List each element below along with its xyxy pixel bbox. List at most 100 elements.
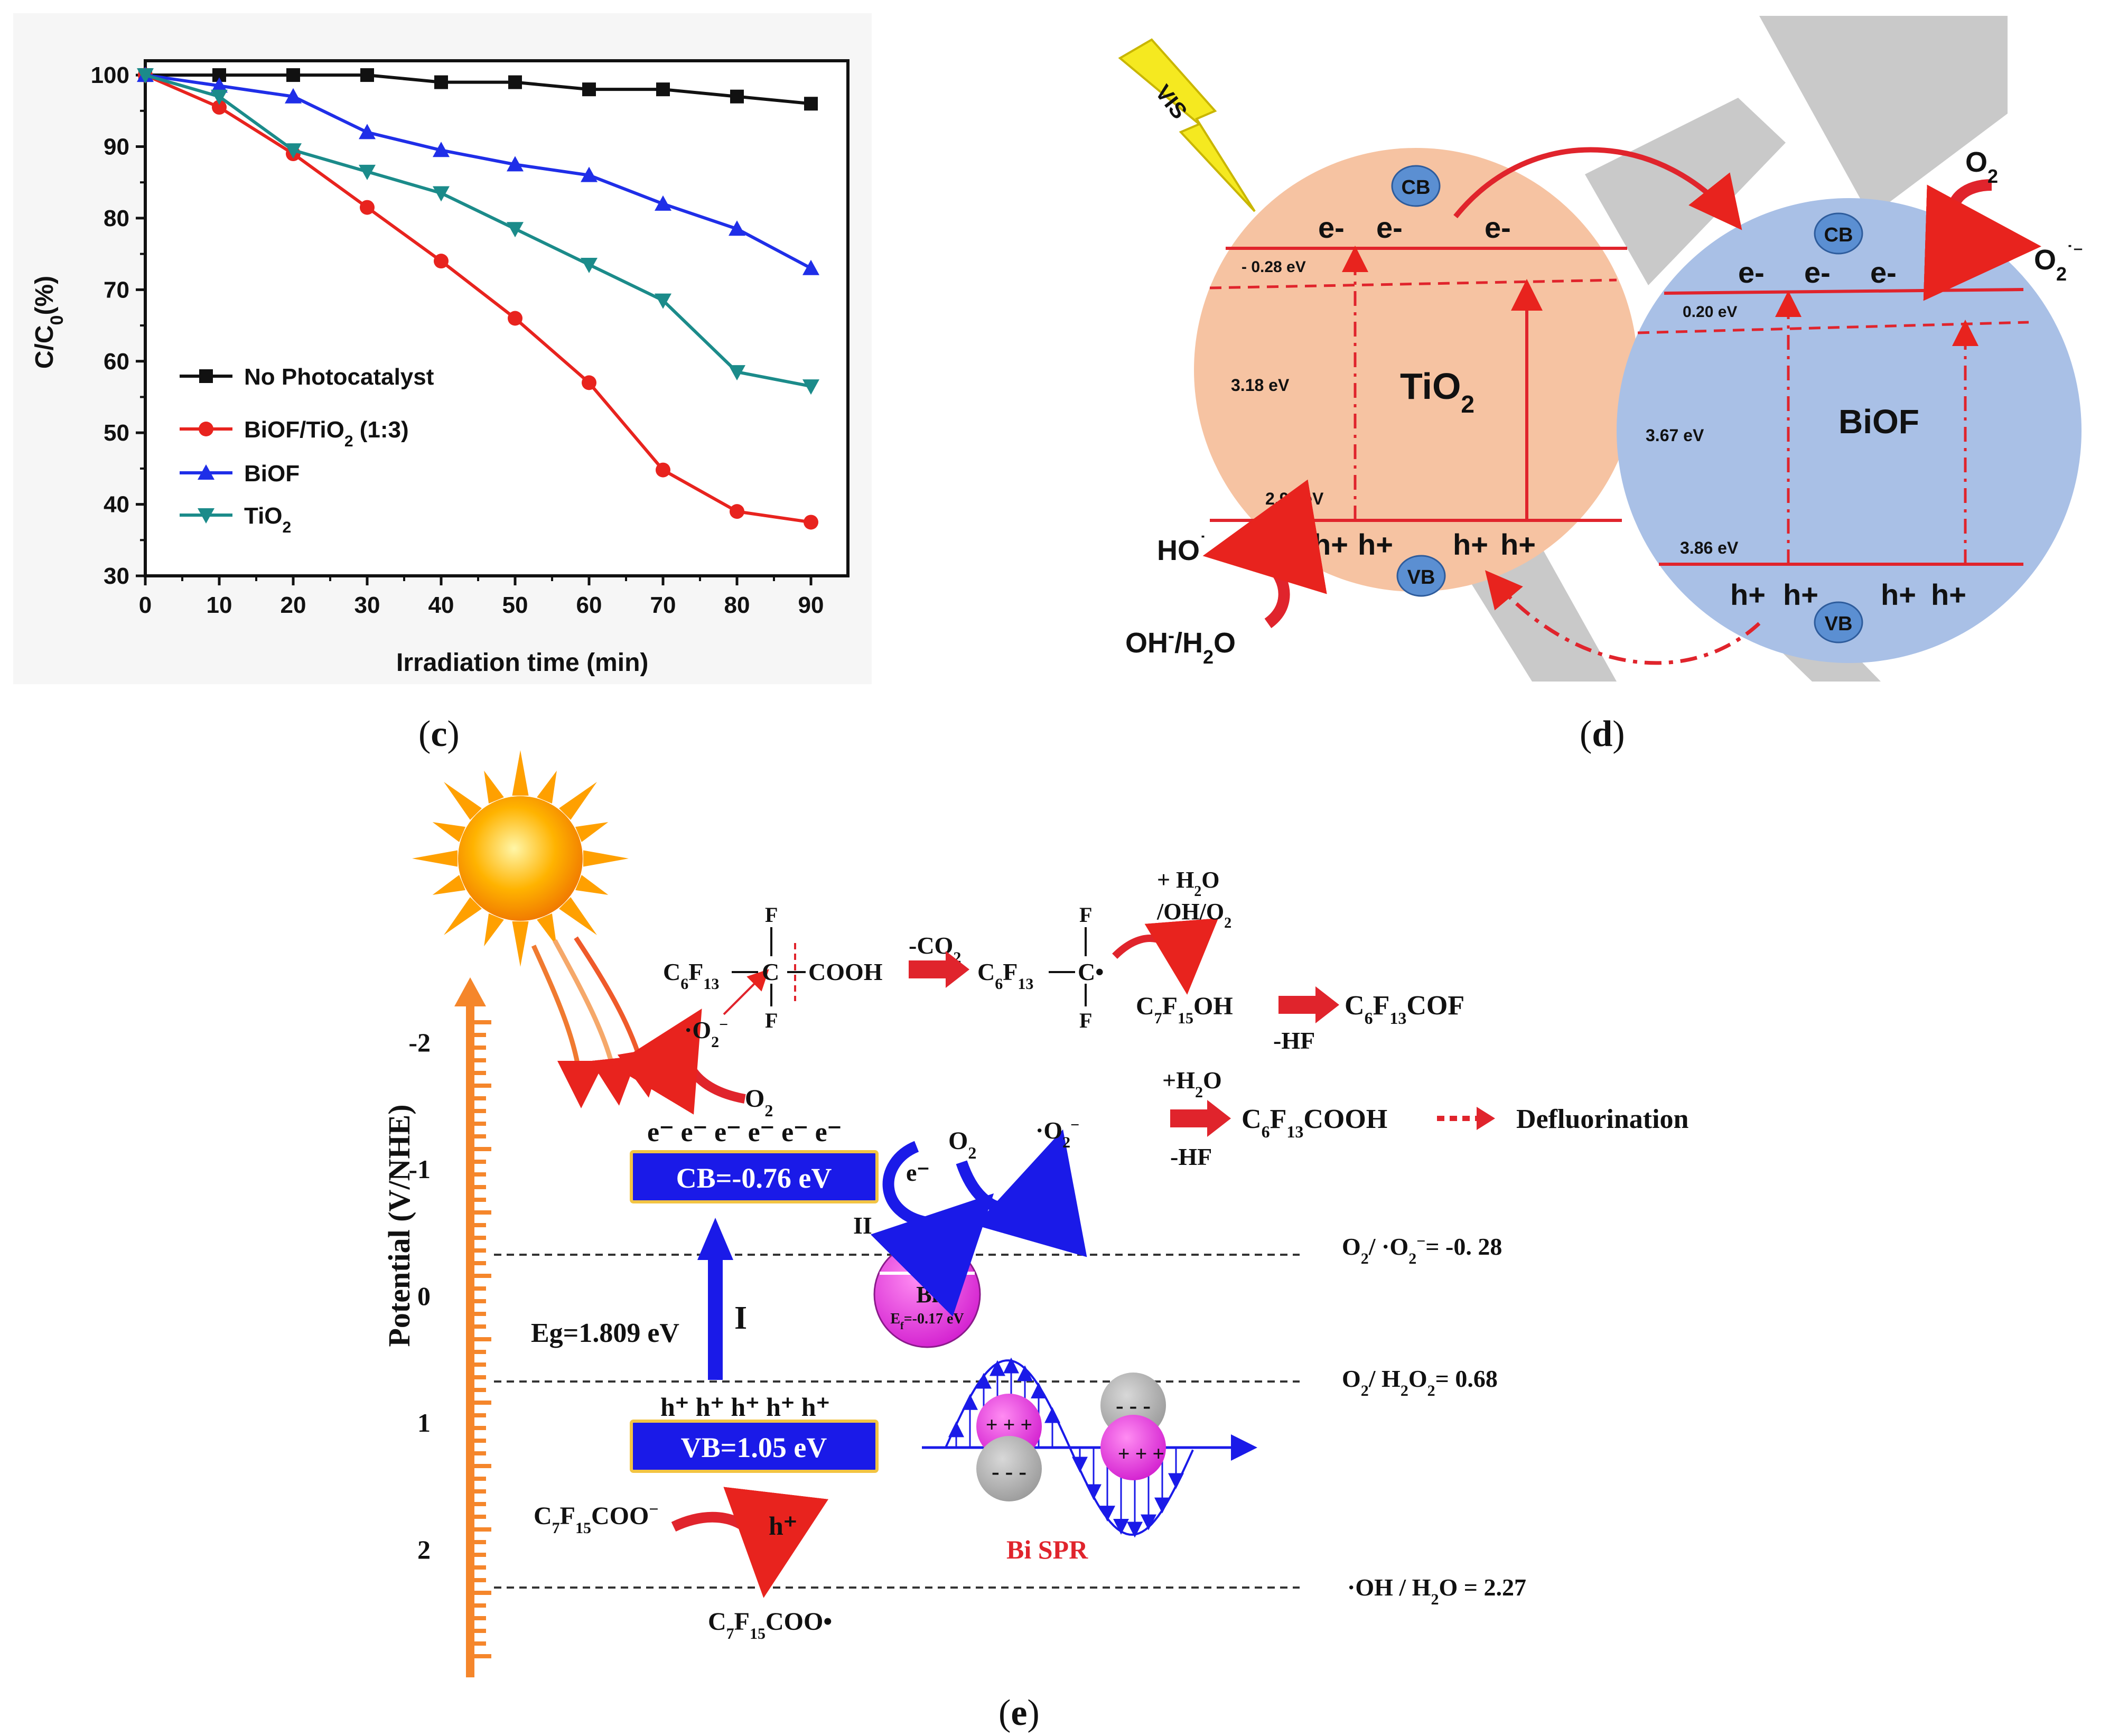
- tio2-vb-label: VB: [1407, 566, 1435, 589]
- series-line: [144, 73, 811, 524]
- ref-level-label: ·OH / H2O = 2.27: [1347, 1574, 1526, 1608]
- tio2-electron: e-: [1376, 211, 1403, 244]
- data-point: [360, 68, 374, 82]
- cb-electrons: e⁻ e⁻ e⁻ e⁻ e⁻ e⁻: [647, 1117, 842, 1147]
- data-series: [137, 67, 819, 530]
- legend-marker: [199, 422, 213, 436]
- potential-ticks: [474, 1020, 491, 1658]
- fluorine-atom: F: [765, 1009, 778, 1032]
- plus-h2o-label: + H2O: [1157, 867, 1220, 900]
- o2-center: O2: [948, 1127, 976, 1162]
- y-tick-label: 70: [104, 277, 129, 303]
- data-point: [655, 195, 671, 211]
- hole-oxidation-arrow: [671, 1487, 828, 1598]
- data-point: [137, 68, 154, 84]
- minus-hf: -HF: [1170, 1143, 1212, 1170]
- x-tick-label: 50: [502, 592, 528, 618]
- hole-reaction-label: h⁺: [769, 1511, 797, 1541]
- plus-h2o: +H2O: [1162, 1067, 1222, 1101]
- biof-gap: 3.67 eV: [1646, 426, 1704, 445]
- legend-marker: [198, 464, 214, 480]
- o2-reduction-blue-arrow: [956, 1129, 1087, 1257]
- o2-radical-left: ·O2−: [684, 1016, 728, 1051]
- biof-hole: h+: [1931, 578, 1966, 611]
- ho-radical-label: HO˙: [1157, 532, 1206, 567]
- o2-reduction-arrow: [1923, 179, 2041, 301]
- sun-ray: [512, 921, 529, 967]
- tio2-hole: h+: [1500, 528, 1536, 561]
- ho-oxidation-arrow: [1202, 479, 1327, 628]
- biof-cb-label: CB: [1824, 224, 1853, 246]
- data-point: [802, 379, 819, 395]
- tio2-cb-label: CB: [1402, 176, 1431, 199]
- data-point: [434, 254, 449, 269]
- data-point: [433, 186, 450, 202]
- potential-tick-label: 0: [417, 1281, 431, 1311]
- biof-electron: e-: [1738, 256, 1765, 289]
- y-tick-label: 60: [104, 349, 129, 375]
- carbon-atom: C: [762, 958, 779, 985]
- y-tick-label: 100: [91, 62, 129, 88]
- ref-level-label: O2/ ·O2−= -0. 28: [1342, 1233, 1502, 1267]
- biof-name: BiOF: [1838, 403, 1919, 441]
- sun-ray: [537, 770, 557, 804]
- data-point: [211, 77, 228, 93]
- sun-ray: [575, 822, 609, 842]
- series-line: [145, 73, 812, 270]
- reaction-arrow: [909, 951, 969, 988]
- oh-o2-label: /OH/O2: [1156, 899, 1231, 931]
- series-line: [145, 73, 811, 106]
- cooh-group: COOH: [808, 958, 883, 985]
- spr-minus: - - -: [992, 1459, 1026, 1485]
- data-point: [285, 88, 302, 104]
- tio2-cb-level: - 0.28 eV: [1242, 258, 1306, 276]
- sun-ray: [412, 850, 458, 867]
- excitation-arrowhead: [697, 1218, 733, 1260]
- data-point: [582, 375, 596, 390]
- c6f13cof: C6F13COF: [1345, 991, 1464, 1028]
- y-tick-label: 90: [104, 134, 129, 160]
- bi-electrons: e⁻ e⁻: [904, 1246, 950, 1270]
- c6f13cooh: C6F13COOH: [1242, 1104, 1387, 1141]
- biof-hole: h+: [1881, 578, 1916, 611]
- legend-marker: [198, 508, 214, 524]
- potential-tick-label: -2: [408, 1028, 431, 1057]
- tio2-cb-dashed: [1209, 278, 1617, 290]
- x-tick-label: 20: [281, 592, 306, 618]
- tio2-gap: 3.18 eV: [1231, 376, 1290, 395]
- data-point: [507, 156, 524, 172]
- data-point: [802, 259, 819, 275]
- e-transfer-label: e⁻: [906, 1159, 930, 1186]
- panel-d: VIS CB VB e- e- e- h+ h+ h+ h+ - 0.28 eV…: [1096, 13, 2083, 754]
- x-tick-label: 70: [650, 592, 676, 618]
- potential-axis: [466, 1004, 474, 1677]
- tio2-electron: e-: [1485, 211, 1511, 244]
- radical-carbon: C•: [1078, 958, 1104, 985]
- x-tick-label: 90: [798, 592, 824, 618]
- caption-e: (e): [998, 1693, 1040, 1733]
- x-tick-label: 10: [207, 592, 232, 618]
- tio2-hole: h+: [1358, 528, 1393, 561]
- cb-box: [630, 1150, 879, 1203]
- caption-d: (d): [1580, 714, 1625, 754]
- reaction-arrow: [1278, 986, 1339, 1023]
- sun-ray: [537, 913, 557, 947]
- data-point: [212, 100, 227, 115]
- x-tick-label: 40: [428, 592, 454, 618]
- minus-hf: -HF: [1273, 1027, 1315, 1054]
- potential-tick-label: 2: [417, 1535, 431, 1564]
- fluorine-atom: F: [1079, 1009, 1092, 1032]
- caption-c: (c): [418, 714, 460, 754]
- potential-tick-label: 1: [417, 1408, 431, 1438]
- hydroxylation-arrow: [1112, 918, 1219, 995]
- legend-label: BiOF: [244, 461, 300, 487]
- o2-left: O2: [745, 1085, 773, 1120]
- pfoa-radical: C7F15COO•: [708, 1608, 832, 1642]
- reaction-arrow: [1170, 1100, 1231, 1137]
- x-tick-label: 30: [354, 592, 380, 618]
- bi-label: Bi: [916, 1282, 938, 1308]
- tio2-hole: h+: [1453, 528, 1488, 561]
- excitation-arrow: [708, 1257, 723, 1380]
- biof-vb-label: VB: [1825, 613, 1853, 635]
